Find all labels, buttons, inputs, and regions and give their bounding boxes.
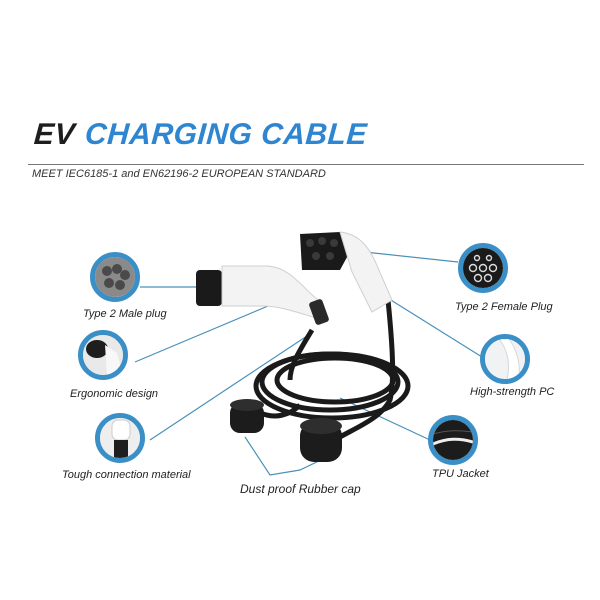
female-plug (300, 231, 393, 313)
female-socket-pins-icon (458, 243, 508, 293)
pc-housing-icon (480, 334, 530, 384)
cable-jacket-icon (428, 415, 478, 465)
cable-coil (253, 299, 411, 443)
standard-subtitle: MEET IEC6185-1 and EN62196-2 EUROPEAN ST… (32, 168, 326, 180)
title-divider (28, 164, 584, 165)
male-plug (196, 265, 329, 325)
male-plug-pins-icon (90, 252, 140, 302)
strain-relief-icon (95, 413, 145, 463)
ergonomic-handle-icon (78, 330, 128, 380)
feature-label-tpu-jacket: TPU Jacket (432, 468, 489, 480)
feature-label-tough-connection: Tough connection material (62, 469, 191, 481)
rubber-caps (230, 399, 342, 462)
feature-label-female-plug: Type 2 Female Plug (455, 301, 553, 313)
feature-label-male-plug: Type 2 Male plug (83, 308, 167, 320)
leader-lines (134, 250, 491, 476)
feature-label-rubber-cap: Dust proof Rubber cap (240, 482, 361, 496)
feature-label-ergonomic: Ergonomic design (70, 388, 159, 400)
feature-label-high-strength-pc: High-strength PC (470, 386, 555, 398)
